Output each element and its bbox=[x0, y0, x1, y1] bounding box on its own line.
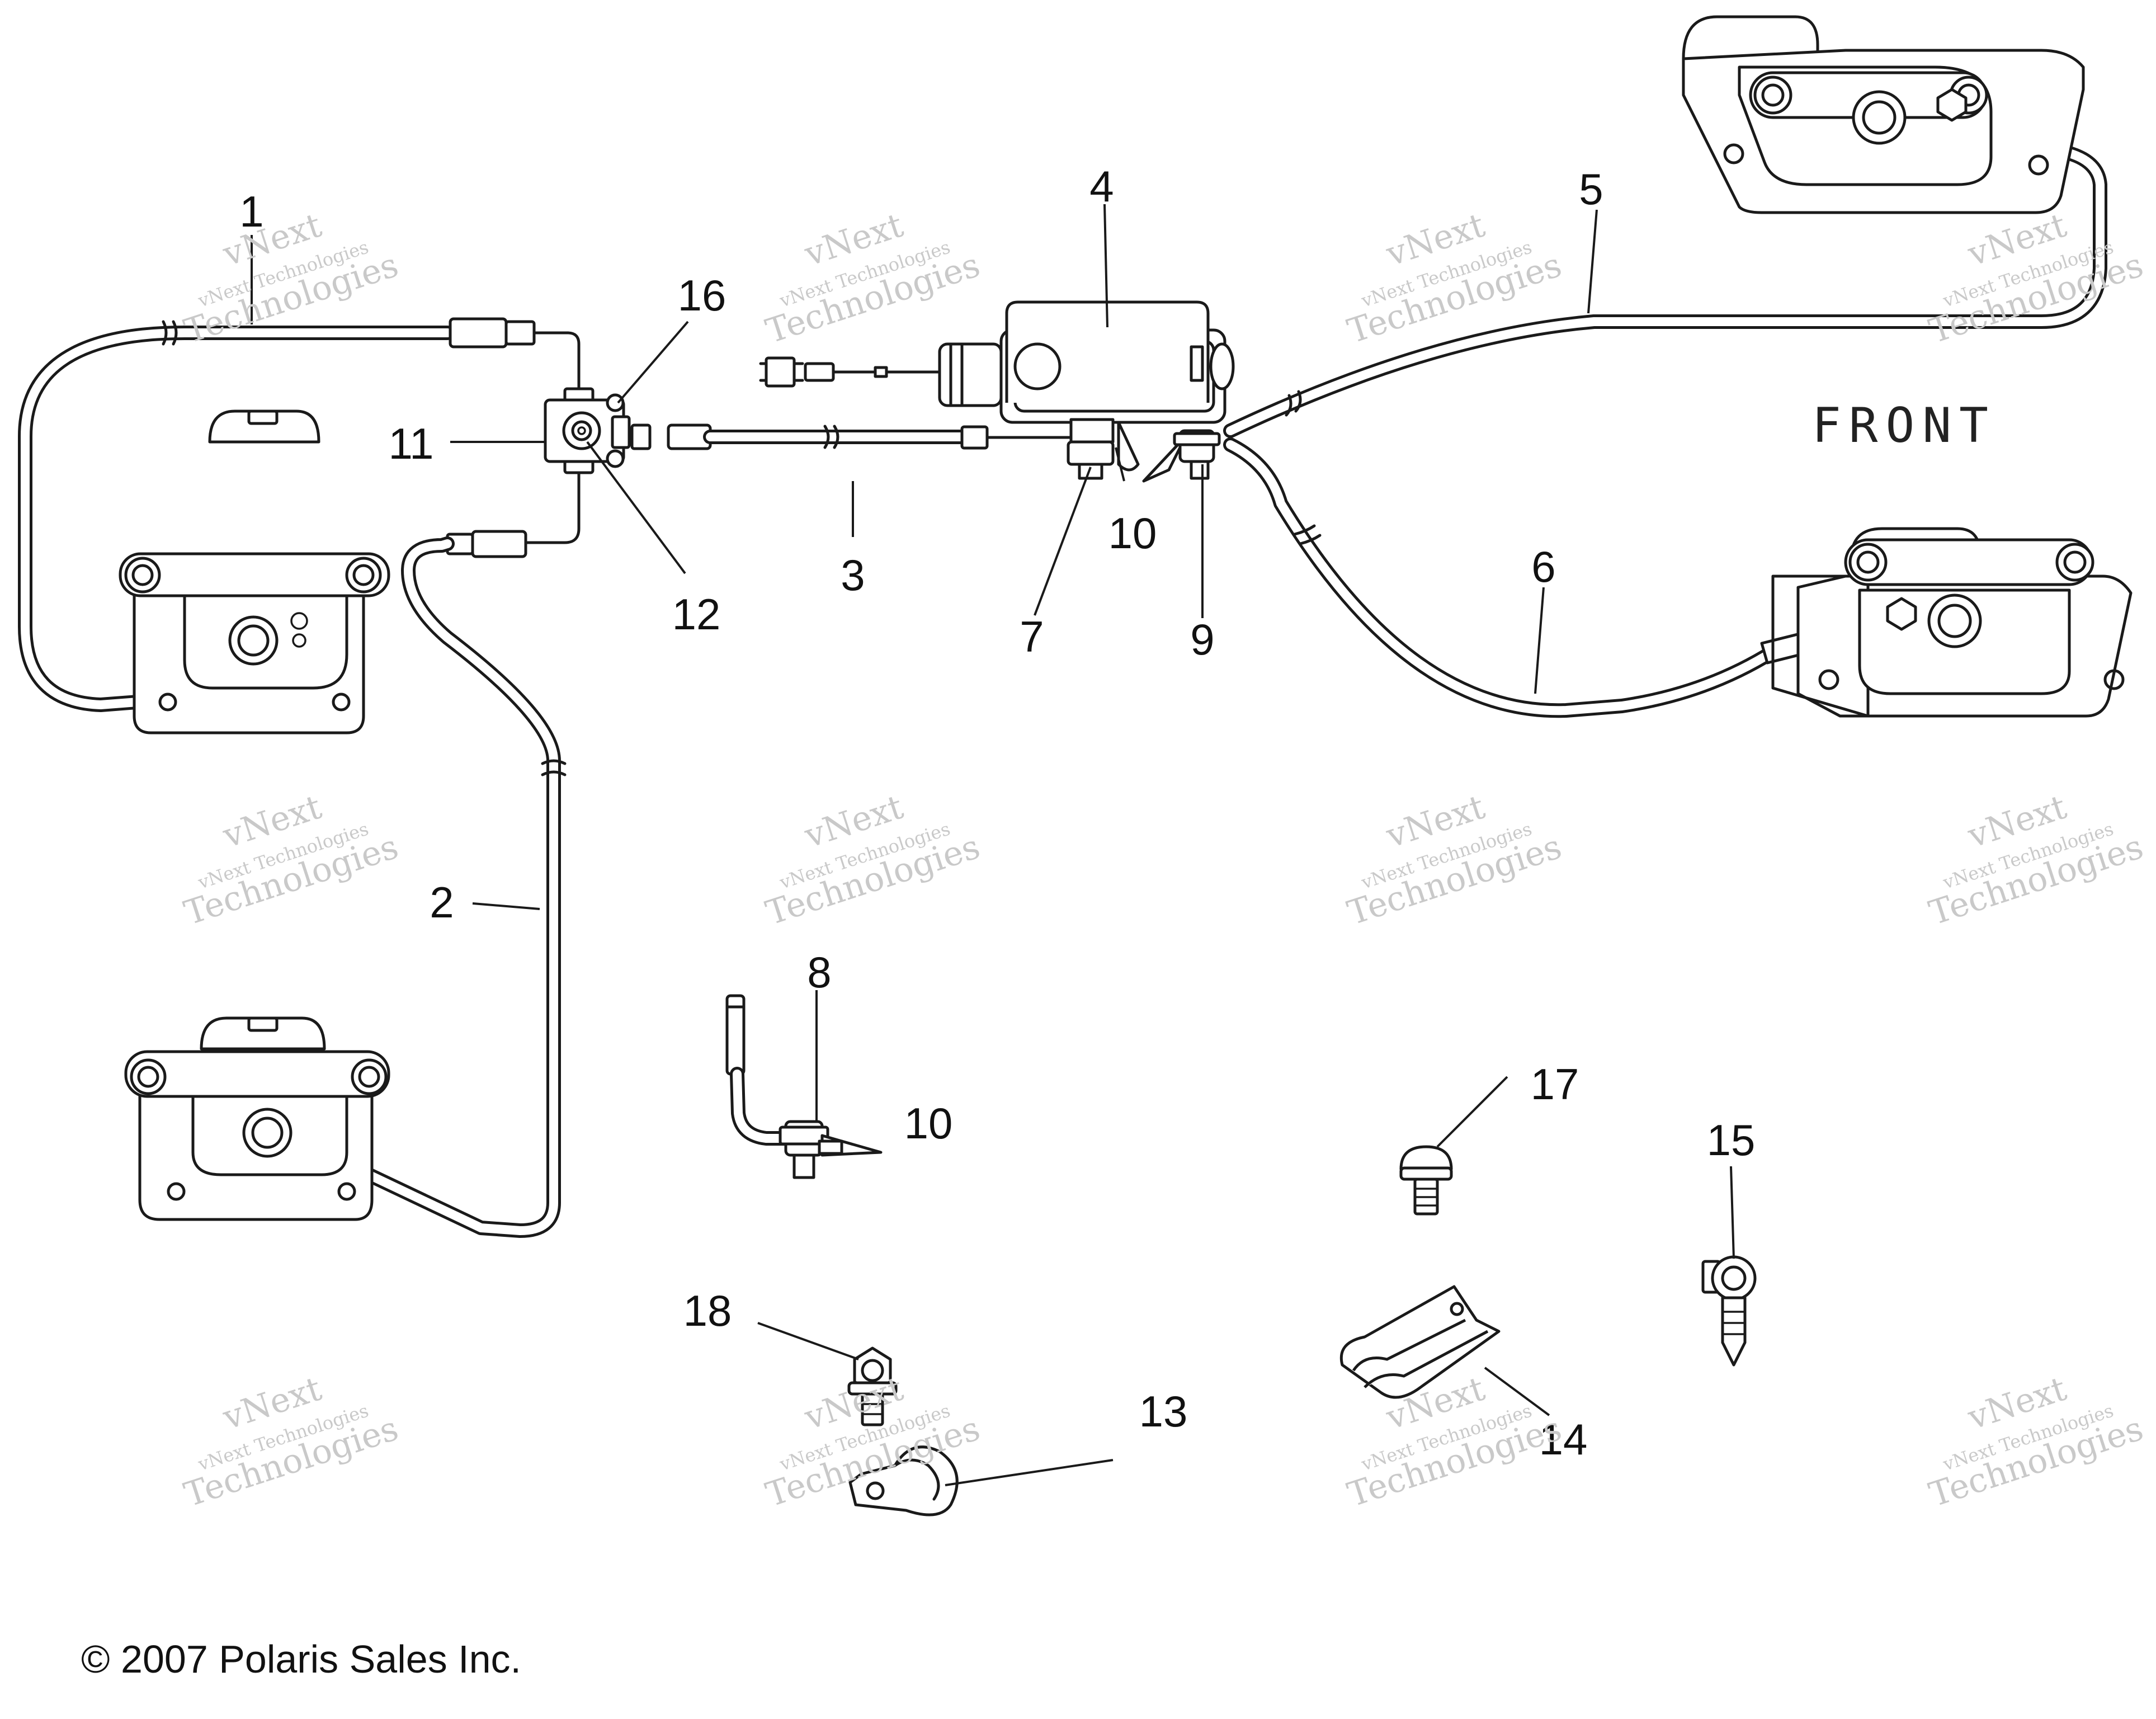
part-8-bracket-assembly bbox=[725, 994, 883, 1179]
part-17-screw bbox=[1399, 1145, 1453, 1216]
brake-line-3 bbox=[622, 423, 1081, 450]
callout-9: 9 bbox=[1190, 615, 1214, 664]
callout-16: 16 bbox=[678, 271, 726, 320]
junction-block bbox=[544, 387, 631, 474]
callout-17: 17 bbox=[1531, 1059, 1579, 1109]
callout-5: 5 bbox=[1579, 164, 1603, 214]
callout-4: 4 bbox=[1089, 162, 1114, 211]
callout-6: 6 bbox=[1531, 542, 1555, 591]
callout-leaders bbox=[251, 204, 1735, 1486]
callout-14: 14 bbox=[1539, 1415, 1588, 1464]
callout-7: 7 bbox=[1020, 612, 1044, 661]
callout-11: 11 bbox=[389, 419, 434, 468]
caliper-rear-upper bbox=[119, 409, 390, 734]
callout-10-upper: 10 bbox=[1108, 508, 1157, 558]
part-18-nut bbox=[847, 1346, 898, 1426]
brake-line-2 bbox=[314, 465, 581, 1238]
callout-12: 12 bbox=[672, 590, 721, 639]
brake-line-6 bbox=[1223, 437, 1825, 718]
callout-10-lower: 10 bbox=[904, 1099, 953, 1148]
caliper-rear-lower bbox=[124, 1016, 390, 1221]
callout-labels: 1 2 3 4 5 6 7 8 9 10 10 11 12 13 14 15 1… bbox=[239, 162, 1755, 1464]
callout-1: 1 bbox=[239, 187, 263, 236]
front-direction-label: FRONT bbox=[1812, 398, 1996, 454]
copyright-text: © 2007 Polaris Sales Inc. bbox=[81, 1637, 521, 1681]
part-13-p-clamp bbox=[848, 1445, 959, 1517]
callout-18: 18 bbox=[683, 1286, 732, 1335]
callout-8: 8 bbox=[807, 948, 831, 997]
part-15-fitting bbox=[1701, 1255, 1757, 1367]
master-cylinder bbox=[759, 300, 1235, 483]
callout-15: 15 bbox=[1707, 1115, 1756, 1165]
caliper-front-upper bbox=[1682, 15, 2085, 214]
callout-2: 2 bbox=[430, 878, 454, 927]
callout-13: 13 bbox=[1139, 1387, 1188, 1436]
caliper-front-lower bbox=[1771, 527, 2133, 718]
callout-3: 3 bbox=[841, 550, 865, 600]
part-14-clip bbox=[1339, 1285, 1501, 1399]
